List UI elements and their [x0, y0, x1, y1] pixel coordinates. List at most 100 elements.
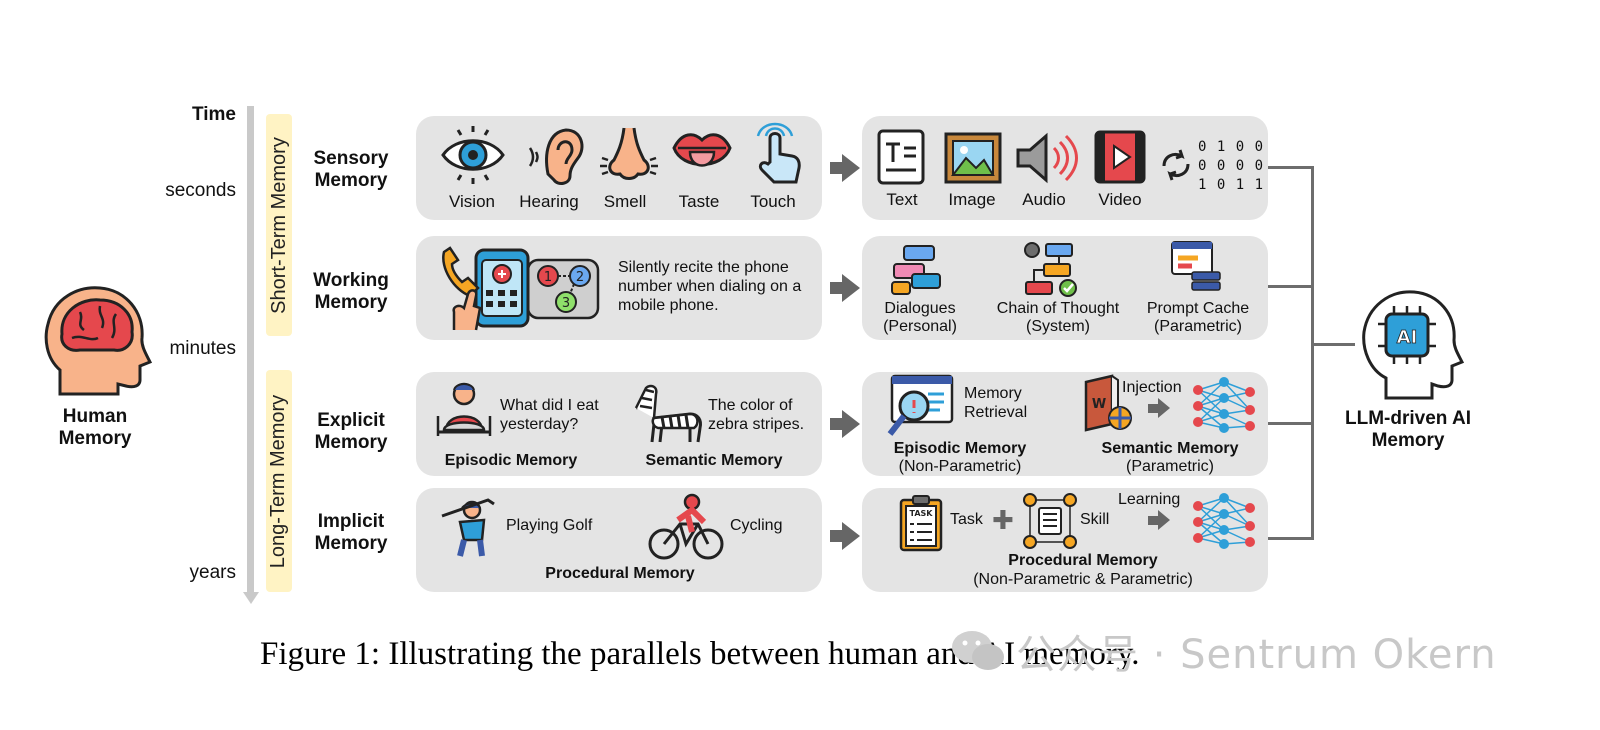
time-axis-title: Time — [191, 104, 236, 125]
connector-explicit — [1268, 422, 1314, 425]
memory-retrieval-label: Memory Retrieval — [964, 385, 1028, 421]
dialogues-icon — [890, 244, 944, 301]
task-clipboard-icon: TASK — [898, 494, 944, 557]
mouth-icon — [672, 126, 732, 189]
video-icon — [1094, 130, 1146, 189]
ai-prompt-cache-name: Prompt Cache — [1146, 300, 1250, 317]
prompt-cache-icon — [1168, 240, 1224, 299]
eating-person-icon — [432, 380, 496, 447]
ear-icon — [526, 124, 586, 191]
image-frame-icon — [944, 132, 1002, 189]
ai-cot-name: Chain of Thought — [996, 300, 1120, 317]
connector-working — [1268, 285, 1314, 288]
sense-vision-label: Vision — [449, 192, 495, 211]
golfer-icon — [438, 496, 500, 563]
ai-semantic-label: Semantic Memory — [1101, 440, 1239, 457]
text-doc-icon — [876, 128, 926, 191]
long-term-band: Long-Term Memory — [266, 370, 292, 592]
working-memory-example: Silently recite the phone number when di… — [618, 259, 802, 314]
human-head-icon — [40, 282, 153, 407]
arrow-sensory — [830, 154, 860, 182]
neural-net-icon-semantic — [1190, 376, 1260, 439]
time-tick-years: years — [189, 562, 236, 583]
plus-icon: ✚ — [992, 505, 1014, 535]
arrow-working — [830, 274, 860, 302]
arrow-explicit — [830, 410, 860, 438]
binary-data-icon: 0 1 0 0 0 0 0 0 1 0 1 1 — [1198, 138, 1264, 195]
human-explicit-panel — [416, 372, 822, 476]
injection-label: Injection — [1122, 379, 1182, 396]
time-axis-arrowhead — [243, 592, 259, 604]
zebra-icon — [632, 380, 708, 449]
ai-procedural-type: (Non-Parametric & Parametric) — [973, 571, 1193, 588]
ai-episodic-type: (Non-Parametric) — [898, 458, 1022, 475]
phone-dialing-icon: 1 2 3 — [440, 246, 600, 335]
binary-row-2: 0 0 0 0 — [1198, 158, 1265, 174]
watermark-text: 公众号 · Sentrum Okern — [1016, 632, 1497, 678]
memory-retrieval-icon — [884, 372, 956, 445]
cyclist-icon — [648, 493, 724, 567]
connector-to-ai — [1311, 343, 1355, 346]
short-term-band: Short-Term Memory — [266, 114, 292, 336]
ai-prompt-cache-label: Prompt Cache (Parametric) — [1140, 300, 1256, 336]
sense-touch-label: Touch — [750, 192, 796, 211]
human-semantic-label: Semantic Memory — [645, 452, 783, 469]
time-tick-seconds: seconds — [165, 180, 236, 201]
ai-dialogues-type: (Personal) — [883, 318, 957, 335]
connector-sensory — [1268, 166, 1314, 169]
ai-video-label: Video — [1098, 190, 1142, 209]
ai-prompt-cache-type: (Parametric) — [1153, 318, 1242, 335]
skill-label: Skill — [1080, 511, 1110, 528]
wechat-icon — [952, 631, 1004, 670]
sense-smell-label: Smell — [603, 192, 647, 211]
human-episodic-label: Episodic Memory — [444, 452, 578, 469]
arrow-implicit — [830, 522, 860, 550]
svg-text:W: W — [1092, 397, 1106, 412]
ai-image-label: Image — [948, 190, 996, 209]
touch-hand-icon — [748, 122, 804, 191]
row-label-sensory: Sensory Memory — [313, 148, 389, 191]
svg-text:TASK: TASK — [910, 509, 934, 518]
nose-icon — [600, 124, 658, 191]
svg-text:1: 1 — [544, 270, 552, 285]
ai-head-icon: AI — [1356, 286, 1465, 409]
cycling-label: Cycling — [730, 517, 783, 534]
ai-cot-label: Chain of Thought (System) — [988, 300, 1128, 336]
ai-audio-label: Audio — [1022, 190, 1066, 209]
time-axis-line — [247, 106, 254, 594]
ai-dialogues-name: Dialogues — [884, 300, 956, 317]
row-label-explicit: Explicit Memory — [314, 410, 388, 453]
binary-row-1: 0 1 0 0 — [1198, 139, 1265, 155]
time-tick-minutes: minutes — [169, 338, 236, 359]
row-label-working: Working Memory — [313, 270, 389, 313]
human-memory-label: Human Memory — [58, 406, 132, 449]
ai-memory-label: LLM-driven AI Memory — [1345, 408, 1471, 451]
episodic-example-text: What did I eat yesterday? — [500, 397, 599, 433]
human-procedural-label: Procedural Memory — [545, 565, 695, 582]
neural-net-icon-procedural — [1190, 492, 1260, 555]
learning-label: Learning — [1118, 491, 1181, 508]
skill-gears-icon — [1022, 492, 1078, 555]
connector-implicit — [1268, 537, 1314, 540]
ai-semantic-type: (Parametric) — [1125, 458, 1214, 475]
task-label: Task — [950, 511, 983, 528]
learning-arrow-icon — [1148, 510, 1170, 530]
semantic-example-text: The color of zebra stripes. — [708, 397, 805, 433]
row-label-implicit: Implicit Memory — [314, 511, 388, 554]
sense-taste-label: Taste — [678, 192, 720, 211]
book-icon: W — [1082, 374, 1134, 439]
human-implicit-panel — [416, 488, 822, 592]
short-term-label: Short-Term Memory — [267, 136, 290, 314]
svg-text:AI: AI — [1397, 327, 1418, 348]
connector-vertical — [1311, 166, 1314, 540]
injection-arrow-icon — [1148, 398, 1170, 418]
convert-icon — [1160, 148, 1192, 187]
ai-procedural-label: Procedural Memory — [1008, 552, 1158, 569]
ai-cot-type: (System) — [1026, 318, 1090, 335]
ai-text-label: Text — [886, 190, 918, 209]
ai-dialogues-label: Dialogues (Personal) — [872, 300, 968, 336]
ai-episodic-label: Episodic Memory — [893, 440, 1027, 457]
eye-icon — [440, 124, 506, 191]
binary-row-3: 1 0 1 1 — [1198, 177, 1265, 193]
svg-text:3: 3 — [562, 296, 570, 311]
